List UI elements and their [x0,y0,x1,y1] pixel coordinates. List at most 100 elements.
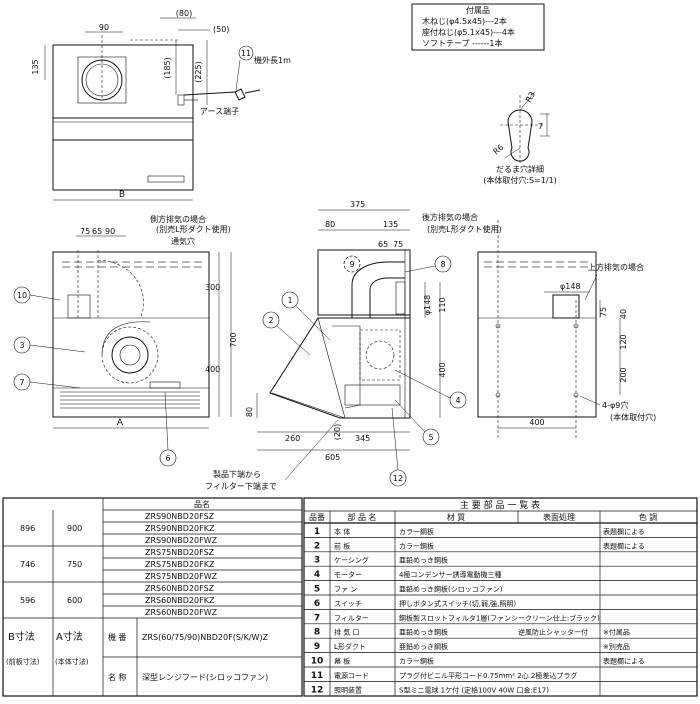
parts-cell: 4極コンデンサー誘導電動機三種 [399,570,501,579]
parts-cell: 11 [311,671,324,681]
dim-50: (50) [213,25,229,34]
holes-note: (本体取付穴) [610,412,656,422]
parts-cell: 前 板 [334,541,350,550]
earth-terminal: アース端子 [200,106,239,116]
name-label: 名 称 [108,672,127,682]
dim-75: 75 [393,240,403,249]
model: ZRS60NBD20FKZ [145,596,215,605]
parts-cell: カラー鋼板 [399,657,434,666]
dim-225: (225) [194,61,203,83]
parts-cell: ケーシング [334,556,369,565]
dim-300: 300 [205,283,220,292]
model: ZRS90NBD20FKZ [145,524,215,533]
parts-cell: ※付属品 [603,628,630,637]
dim-148: φ148 [423,295,432,316]
parts-cell: 5 [314,585,320,595]
model-no-label: 機 番 [108,632,127,642]
part-5-label: 5 [428,433,433,442]
accessories-box: 付属品 木ねじ(φ4.5x45)---2本 座付ねじ(φ5.1x45)---4本… [411,3,545,51]
parts-cell: S型ミニ電球 1ケ付 (定格100V 40W 口金:E17) [399,685,549,694]
a-dim: 900 [67,524,82,533]
part-10-label: 10 [17,291,27,300]
parts-cell: 表題欄による [603,657,645,666]
part-2-label: 2 [268,316,273,325]
dim-80b: 80 [245,407,254,417]
dim-65: 65 [92,227,102,236]
b-dim: 896 [20,524,35,533]
rear-exhaust-label: 後方排気の場合 [422,212,478,222]
parts-cell: L形ダクト [334,642,366,651]
accessory-item: ソフトテープ ------1本 [422,38,502,48]
dim-260: 260 [285,434,300,443]
parts-cell: 亜鉛めっき鋼板 [399,642,448,651]
parts-header: 色 調 [639,512,658,522]
side-view: 375 80 135 65 75 後方排気の場合 (別売L形ダクト使用) φ14… [205,200,502,491]
parts-cell: 照明装置 [334,685,362,694]
dim-80: (80) [176,9,192,18]
parts-cell: 2 [314,541,320,551]
dim-65: 65 [378,240,388,249]
part-1-label: 1 [287,296,292,305]
dim-400: 400 [438,362,447,377]
a-dim-sub: (本体寸法) [55,657,89,666]
keyhole-detail: R3 R6 7 だるま穴詳細 (本体取付穴:S=1/1) [483,90,557,185]
parts-header: 表面処理 [543,512,575,522]
model: ZRS75NBD20FSZ [145,548,215,557]
part-4-label: 4 [455,396,460,405]
detail-caption-sub: (本体取付穴:S=1/1) [483,175,557,185]
part-12-label: 12 [393,474,403,483]
parts-cell: 亜鉛めっき鋼板(シロッコファン) [399,585,503,594]
dim-135: 135 [383,220,398,229]
part-7-label: 7 [19,378,24,387]
parts-cell: ※別売品 [603,642,630,651]
parts-cell: カラー鋼板 [399,541,434,550]
product-name: 深型レンジフード(シロッコファン) [142,673,268,682]
parts-cell: 12 [311,685,324,695]
parts-header: 材 質 [447,512,466,522]
model: ZRS75NBD20FWZ [145,572,218,581]
parts-cell: 排 気 口 [334,628,359,637]
parts-cell: ファ ン [334,586,357,594]
dim-75: 75 [599,307,608,317]
parts-cell: モーター [334,570,362,579]
up-exhaust-label: 上方排気の場合 [588,262,644,272]
parts-cell: 本 体 [334,527,350,536]
dim-345: 345 [355,434,370,443]
part-8-label: 8 [440,260,445,269]
dim-400b: 400 [529,418,544,427]
parts-cell: 電源コード [334,671,369,680]
dim-375: 375 [350,200,365,209]
b-dim: 596 [20,596,35,605]
vent-hole-label: 通気穴 [171,236,195,246]
dim-90: 90 [99,23,109,32]
model-table-header: 品名 [194,499,210,509]
parts-cell: 6 [314,599,320,609]
parts-cell: プラグ付ビニル平形コード0.75mm² 2心 2極差込プラグ [399,671,577,680]
parts-cell: 3 [314,556,320,566]
parts-cell: 1 [314,527,320,537]
parts-cell: 4 [314,570,320,580]
r3-label: R3 [524,90,537,104]
accessories-title: 付属品 [466,5,490,15]
dim-605: 605 [325,453,340,462]
a-dim: 750 [67,560,82,569]
accessory-item: 木ねじ(φ4.5x45)---2本 [422,16,507,26]
dim-75: 75 [80,227,90,236]
parts-cell: 表題欄による [603,541,645,550]
dim-80: 80 [325,220,335,229]
cord-length: 機外長1m [254,55,291,65]
part-3-label: 3 [19,341,24,350]
model-table: 品名 896 900 ZRS90NBD20FSZ ZRS90NBD20FKZ Z… [2,497,303,697]
filter-note-sub: フィルター下端まで [205,481,277,491]
parts-cell: フィルター [334,613,369,622]
dim-b: B [119,190,125,200]
front-view: 側方排気の場合 (別売L形ダクト使用) 通気穴 75 65 90 300 [13,214,238,467]
holes-label: 4-φ9穴 [602,400,628,410]
dim-120: 120 [619,334,628,349]
dim-a: A [117,418,124,428]
b-dim-label: B寸法 [8,630,35,643]
side-exhaust-label: 側方排気の場合 [150,214,206,224]
parts-cell: 亜鉛めっき鋼板 [399,628,448,637]
